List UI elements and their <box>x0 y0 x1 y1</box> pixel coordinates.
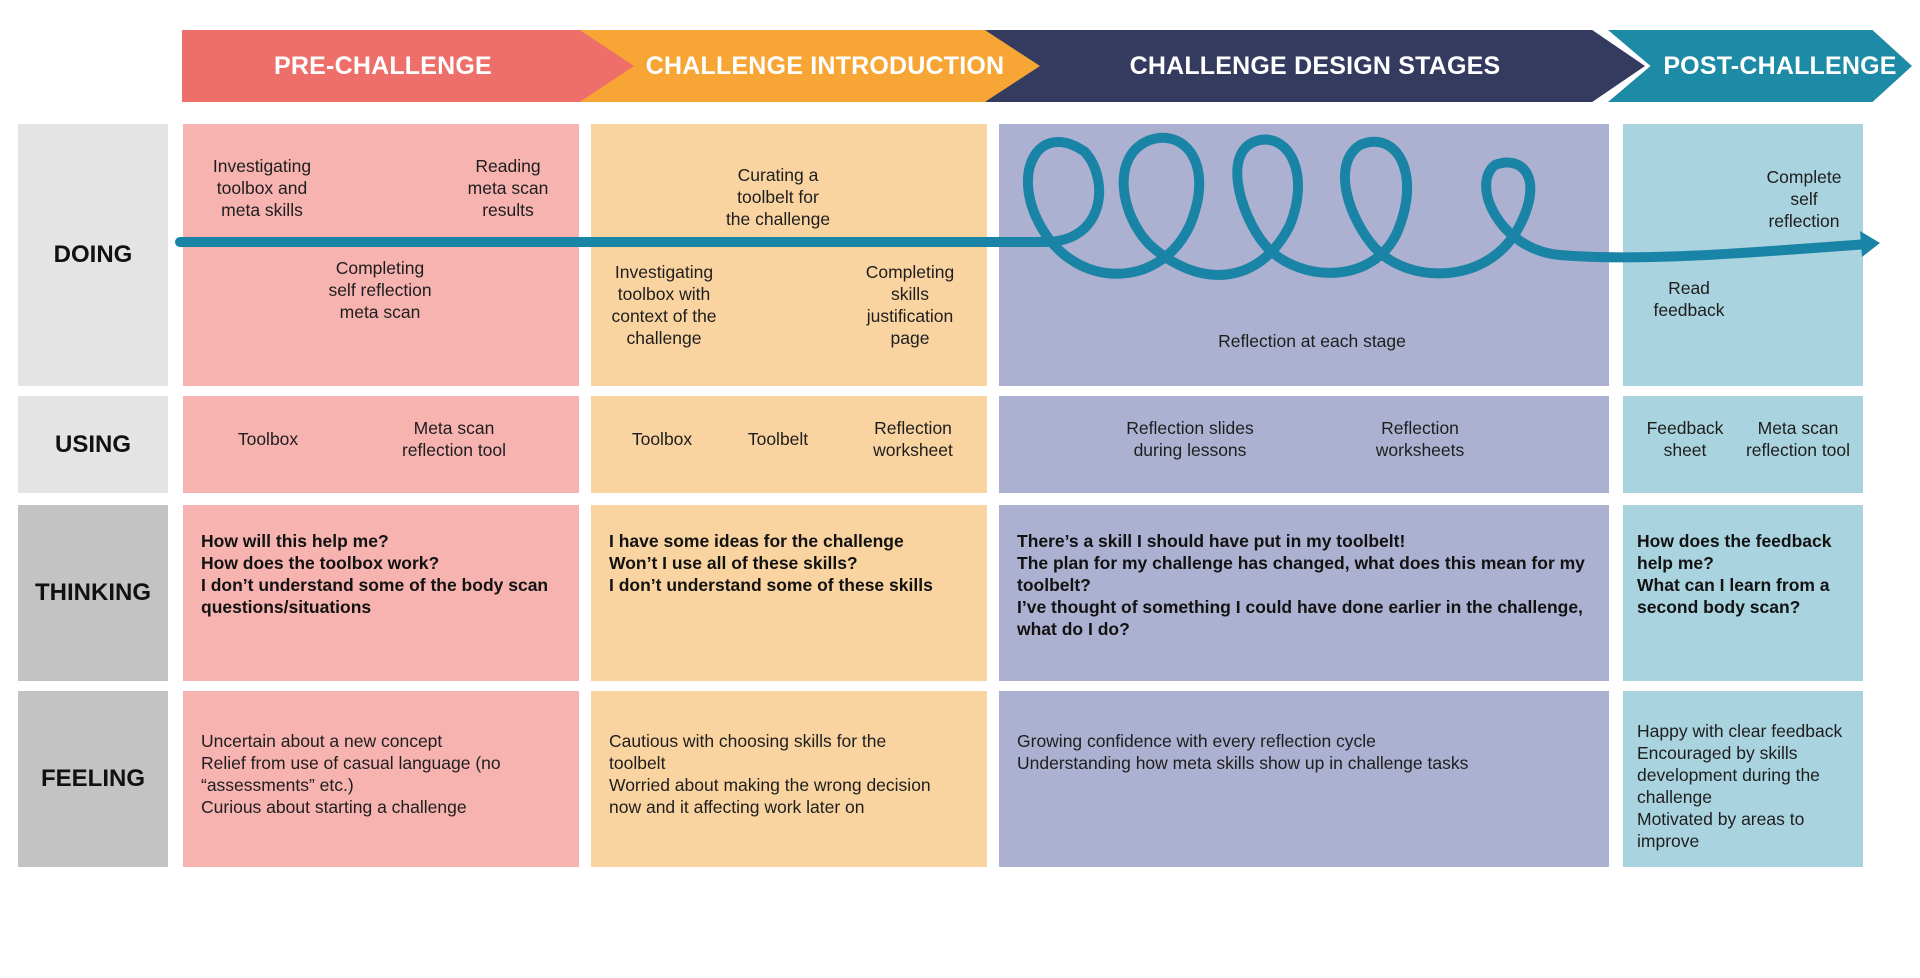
using-design-reflection-worksheets: Reflection worksheets <box>1375 418 1465 460</box>
row-label-doing: DOING <box>18 124 168 386</box>
thinking-intro-text: I have some ideas for the challenge Won’… <box>609 531 933 595</box>
using-pre-meta-scan-tool: Meta scan reflection tool <box>401 418 507 460</box>
row-label-using-text: USING <box>54 430 131 458</box>
doing-cell-post-challenge <box>1623 124 1863 386</box>
feeling-pre-text: Uncertain about a new concept Relief fro… <box>201 731 501 817</box>
feeling-cell-pre-challenge <box>183 691 579 867</box>
doing-post-complete-self-reflection: Complete self reflection <box>1766 167 1842 231</box>
row-label-thinking-text: THINKING <box>35 579 151 606</box>
journey-arrowhead <box>1860 231 1880 257</box>
feeling-intro-text: Cautious with choosing skills for the to… <box>609 731 931 817</box>
doing-intro-curating-toolbelt: Curating a toolbelt for the challenge <box>725 165 831 229</box>
thinking-cell-challenge-design <box>999 505 1609 681</box>
stage-title-challenge-design-stages: CHALLENGE DESIGN STAGES <box>1129 51 1501 80</box>
using-post-feedback-sheet: Feedback sheet <box>1646 418 1724 460</box>
doing-pre-completing-self-reflection: Completing self reflection meta scan <box>328 258 432 322</box>
doing-intro-completing-skills-justification: Completing skills justification page <box>865 262 955 348</box>
row-label-doing-text: DOING <box>53 241 133 268</box>
stage-title-post-challenge: POST-CHALLENGE <box>1663 51 1897 80</box>
stage-banner-challenge-design-stages: CHALLENGE DESIGN STAGES <box>985 30 1645 102</box>
row-label-using: USING <box>18 396 168 493</box>
thinking-cell-post-challenge <box>1623 505 1863 681</box>
doing-pre-reading-meta-scan: Reading meta scan results <box>467 156 549 220</box>
using-design-reflection-slides: Reflection slides during lessons <box>1126 418 1254 460</box>
using-intro-reflection-worksheet: Reflection worksheet <box>873 418 953 460</box>
using-intro-toolbox: Toolbox <box>631 429 693 449</box>
doing-intro-investigating-toolbox: Investigating toolbox with context of th… <box>611 262 717 348</box>
row-label-feeling-text: FEELING <box>40 765 145 792</box>
using-post-meta-scan-tool: Meta scan reflection tool <box>1745 418 1851 460</box>
using-cell-challenge-design <box>999 396 1609 493</box>
feeling-cell-challenge-design <box>999 691 1609 867</box>
doing-post-read-feedback: Read feedback <box>1653 278 1725 320</box>
feeling-design-text: Growing confidence with every reflection… <box>1017 731 1469 773</box>
using-cell-challenge-introduction <box>591 396 987 493</box>
row-label-thinking: THINKING <box>18 505 168 681</box>
thinking-post-text: How does the feedback help me? What can … <box>1637 531 1832 617</box>
using-intro-toolbelt: Toolbelt <box>747 429 809 449</box>
stage-banner-challenge-introduction: CHALLENGE INTRODUCTION <box>580 30 1040 102</box>
stage-title-challenge-introduction: CHALLENGE INTRODUCTION <box>645 51 1005 80</box>
using-cell-pre-challenge <box>183 396 579 493</box>
using-cell-post-challenge <box>1623 396 1863 493</box>
feeling-post-text: Happy with clear feedback Encouraged by … <box>1637 721 1843 851</box>
stage-banner-post-challenge: POST-CHALLENGE <box>1608 30 1912 102</box>
thinking-design-text: There’s a skill I should have put in my … <box>1017 531 1585 639</box>
doing-pre-investigating-toolbox: Investigating toolbox and meta skills <box>212 156 312 220</box>
row-label-feeling: FEELING <box>18 691 168 867</box>
thinking-cell-pre-challenge <box>183 505 579 681</box>
feeling-cell-challenge-introduction <box>591 691 987 867</box>
stage-banner-pre-challenge: PRE-CHALLENGE <box>182 30 634 102</box>
feeling-cell-post-challenge <box>1623 691 1863 867</box>
using-pre-toolbox: Toolbox <box>237 429 299 449</box>
thinking-pre-text: How will this help me? How does the tool… <box>201 531 549 617</box>
doing-design-reflection-each-stage: Reflection at each stage <box>1218 331 1406 351</box>
stage-title-pre-challenge: PRE-CHALLENGE <box>274 51 492 80</box>
thinking-cell-challenge-introduction <box>591 505 987 681</box>
